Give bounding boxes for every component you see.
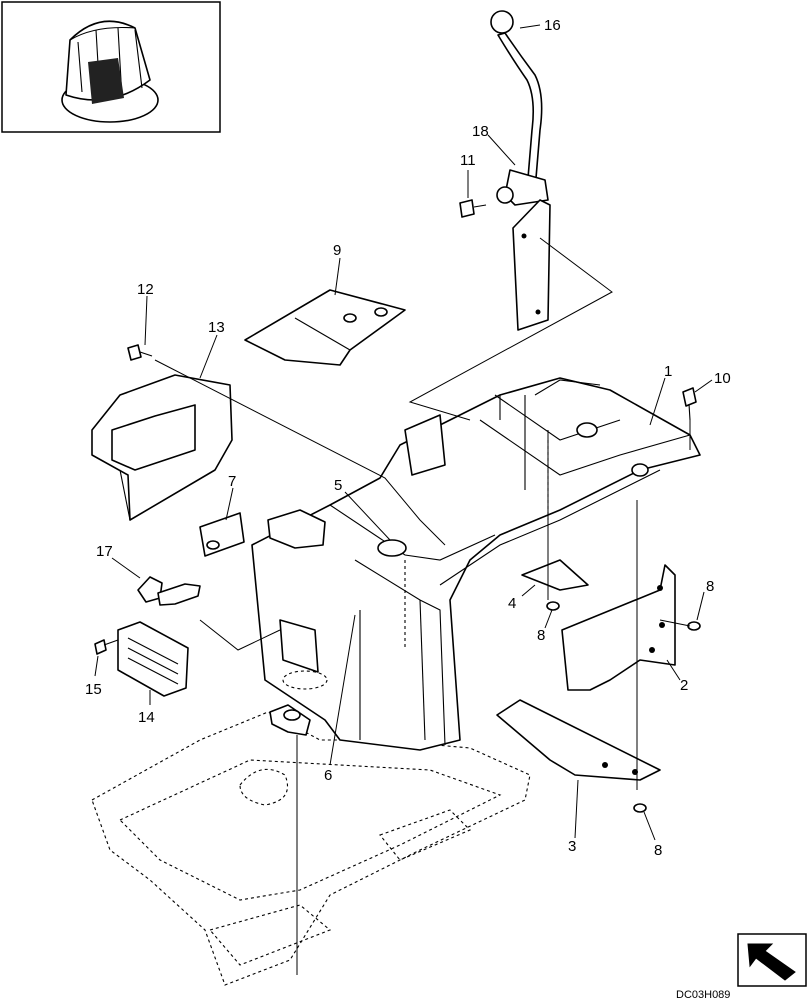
plate-2 [561, 564, 676, 691]
callout-8b: 8 [537, 627, 545, 644]
callout-4: 4 [508, 595, 516, 612]
callout-16: 16 [544, 17, 561, 34]
drawing-code: DC03H089 [676, 989, 730, 1000]
vent-louver-14 [94, 621, 189, 697]
callout-10: 10 [714, 370, 731, 387]
bracket-17 [137, 576, 201, 606]
callout-13: 13 [208, 319, 225, 336]
machine-locator-icon [1, 1, 221, 133]
callout-3: 3 [568, 838, 576, 855]
callout-14: 14 [138, 709, 155, 726]
side-panel-13 [91, 374, 233, 521]
console-frame-1 [251, 377, 701, 751]
floor-plate-9 [244, 289, 406, 366]
callout-17: 17 [96, 543, 113, 560]
floor-plate-3 [496, 699, 661, 781]
callout-15: 15 [85, 681, 102, 698]
direction-arrow-icon [737, 933, 807, 987]
callout-11: 11 [460, 152, 476, 169]
mount-clip [269, 704, 311, 736]
fasteners [127, 344, 701, 813]
callout-labels: 16 18 11 9 12 13 1 10 7 5 17 8 4 8 2 15 … [85, 17, 731, 859]
plate-4 [521, 559, 589, 591]
assembly-lines [154, 237, 691, 975]
callout-2: 2 [680, 677, 688, 694]
callout-1: 1 [664, 363, 672, 380]
callout-8c: 8 [654, 842, 662, 859]
callout-18: 18 [472, 123, 489, 140]
plate-7 [199, 512, 245, 557]
frame-outline-dashed [91, 711, 531, 986]
callout-leaders [94, 24, 713, 841]
callout-5: 5 [334, 477, 342, 494]
callout-9: 9 [333, 242, 341, 259]
shift-lever-assembly [459, 10, 551, 331]
callout-7: 7 [228, 473, 236, 490]
callout-8a: 8 [706, 578, 714, 595]
callout-6: 6 [324, 767, 332, 784]
callout-12: 12 [137, 281, 154, 298]
